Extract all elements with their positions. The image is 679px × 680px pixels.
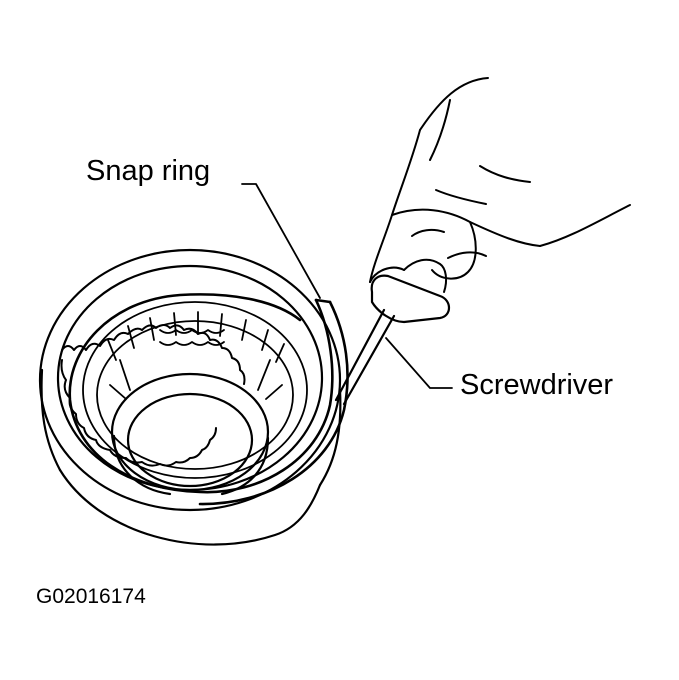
snap-ring-leader [241,183,321,299]
clutch-plates [82,301,308,479]
center-hub [110,372,270,496]
figure-id: G02016174 [36,585,146,608]
leader-lines [241,183,453,389]
snap-ring-label: Snap ring [86,155,211,187]
screwdriver-leader [385,337,453,389]
hand [369,77,631,293]
screwdriver [334,274,451,406]
snap-ring [68,293,349,506]
screwdriver-label: Screwdriver [460,369,614,401]
